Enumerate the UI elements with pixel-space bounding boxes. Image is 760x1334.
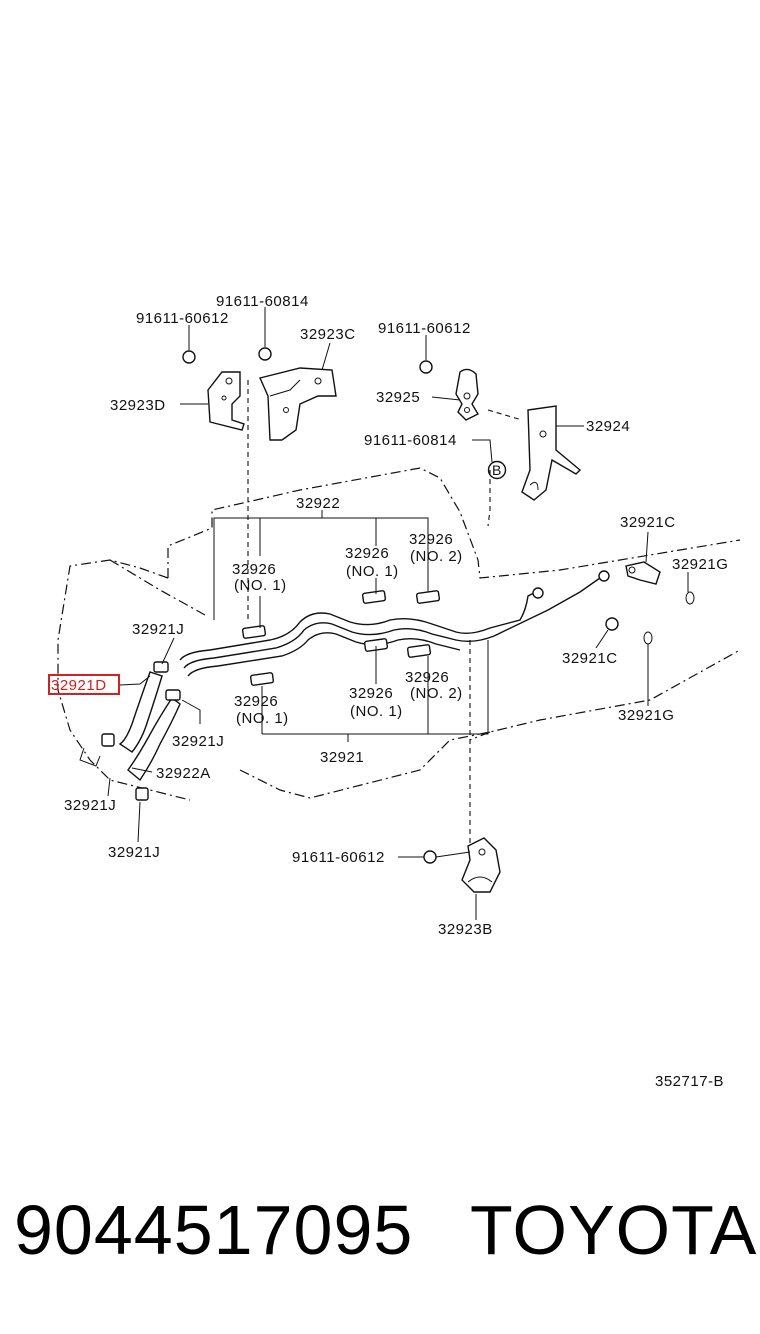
brake-tubes	[179, 577, 601, 677]
label-clamp-32926-b: 32926	[345, 545, 389, 562]
label-clamp-32926-b-no: (NO. 1)	[346, 563, 399, 580]
leader-lines	[107, 307, 689, 920]
label-clamp-32926-f: 32926	[349, 685, 393, 702]
label-bolt-91611-60814-top: 91611-60814	[216, 293, 309, 310]
label-clamp-32926-e-no: (NO. 1)	[236, 710, 289, 727]
label-clamp-32926-e: 32926	[234, 693, 278, 710]
bracket-32923c-shape	[259, 367, 337, 441]
highlight-box-32921d	[48, 674, 120, 695]
part-number: 9044517095	[14, 1191, 414, 1269]
hoses-left	[79, 661, 181, 801]
label-union-32921c-top: 32921C	[620, 514, 676, 531]
label-clamp-32926-a-no: (NO. 1)	[234, 577, 287, 594]
diagram-reference-code: 352717-B	[655, 1073, 725, 1090]
part-labels: 91611-60814 91611-60612 32923C 91611-606…	[48, 293, 728, 938]
label-bracket-32924: 32924	[586, 418, 630, 435]
label-clamp-32926-d: 32926	[405, 669, 449, 686]
label-assy-32921: 32921	[320, 749, 364, 766]
bracket-32923b-shape	[461, 837, 501, 893]
transmission-outline	[57, 380, 741, 850]
bolt-b-symbol: B	[492, 462, 502, 478]
label-gasket-32921g-top: 32921G	[672, 556, 728, 573]
label-bracket-32923d: 32923D	[110, 397, 166, 414]
label-union-32921c-bottom: 32921C	[562, 650, 618, 667]
clamp-blocks	[241, 590, 441, 686]
label-clamp-32926-f-no: (NO. 1)	[350, 703, 403, 720]
label-clamp-32926-a: 32926	[232, 561, 276, 578]
label-gasket-32921g-bottom: 32921G	[618, 707, 674, 724]
label-clamp-32925: 32925	[376, 389, 420, 406]
label-bolt-91611-60814-right: 91611-60814	[364, 432, 457, 449]
label-clip-32921j-4: 32921J	[108, 844, 160, 861]
right-fittings	[532, 561, 695, 645]
label-bolt-91611-60612-right: 91611-60612	[378, 320, 471, 337]
brand-name: TOYOTA	[470, 1191, 758, 1269]
label-clamp-32926-c: 32926	[409, 531, 453, 548]
label-clamp-32926-c-no: (NO. 2)	[410, 548, 463, 565]
label-clip-32921j-3: 32921J	[64, 797, 116, 814]
label-bracket-32923b: 32923B	[438, 921, 493, 938]
bracket-32923d-shape	[207, 371, 245, 431]
label-hose-32922a: 32922A	[156, 765, 211, 782]
bracket-32924-shape	[521, 405, 582, 501]
label-clip-32921j-1: 32921J	[132, 621, 184, 638]
label-clip-32921j-2: 32921J	[172, 733, 224, 750]
label-assy-32922: 32922	[296, 495, 340, 512]
footer: 9044517095 TOYOTA	[0, 1190, 760, 1280]
label-hose-32921d: 32921D	[51, 677, 107, 694]
label-clamp-32926-d-no: (NO. 2)	[410, 685, 463, 702]
label-bracket-32923c: 32923C	[300, 326, 356, 343]
clamp-32925-shape	[455, 368, 479, 421]
label-bolt-91611-60612-bottom: 91611-60612	[292, 849, 385, 866]
label-bolt-91611-60612-left: 91611-60612	[136, 310, 229, 327]
